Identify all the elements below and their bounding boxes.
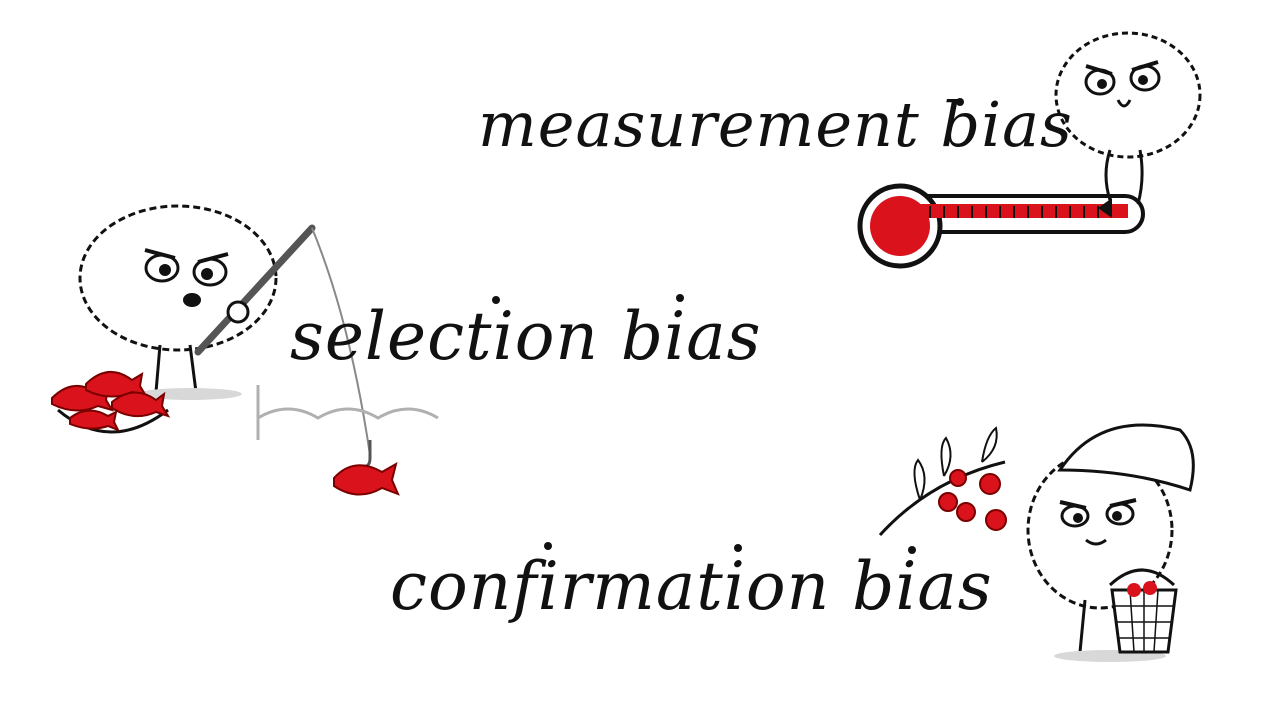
measurement-bias-label: measurement bias bbox=[478, 88, 1073, 161]
measurement-creature bbox=[1054, 31, 1202, 205]
caught-fish-icon bbox=[333, 461, 400, 496]
fly-specks bbox=[492, 98, 964, 554]
thermometer-icon bbox=[857, 183, 1145, 269]
fish-bowl-icon bbox=[51, 371, 171, 434]
fishing-rod-icon bbox=[194, 224, 439, 468]
confirmation-bias-label: confirmation bias bbox=[390, 548, 993, 625]
selection-bias-label: selection bias bbox=[290, 298, 762, 375]
basket-icon bbox=[1108, 568, 1178, 654]
cherry-branch-icon bbox=[878, 426, 1007, 537]
